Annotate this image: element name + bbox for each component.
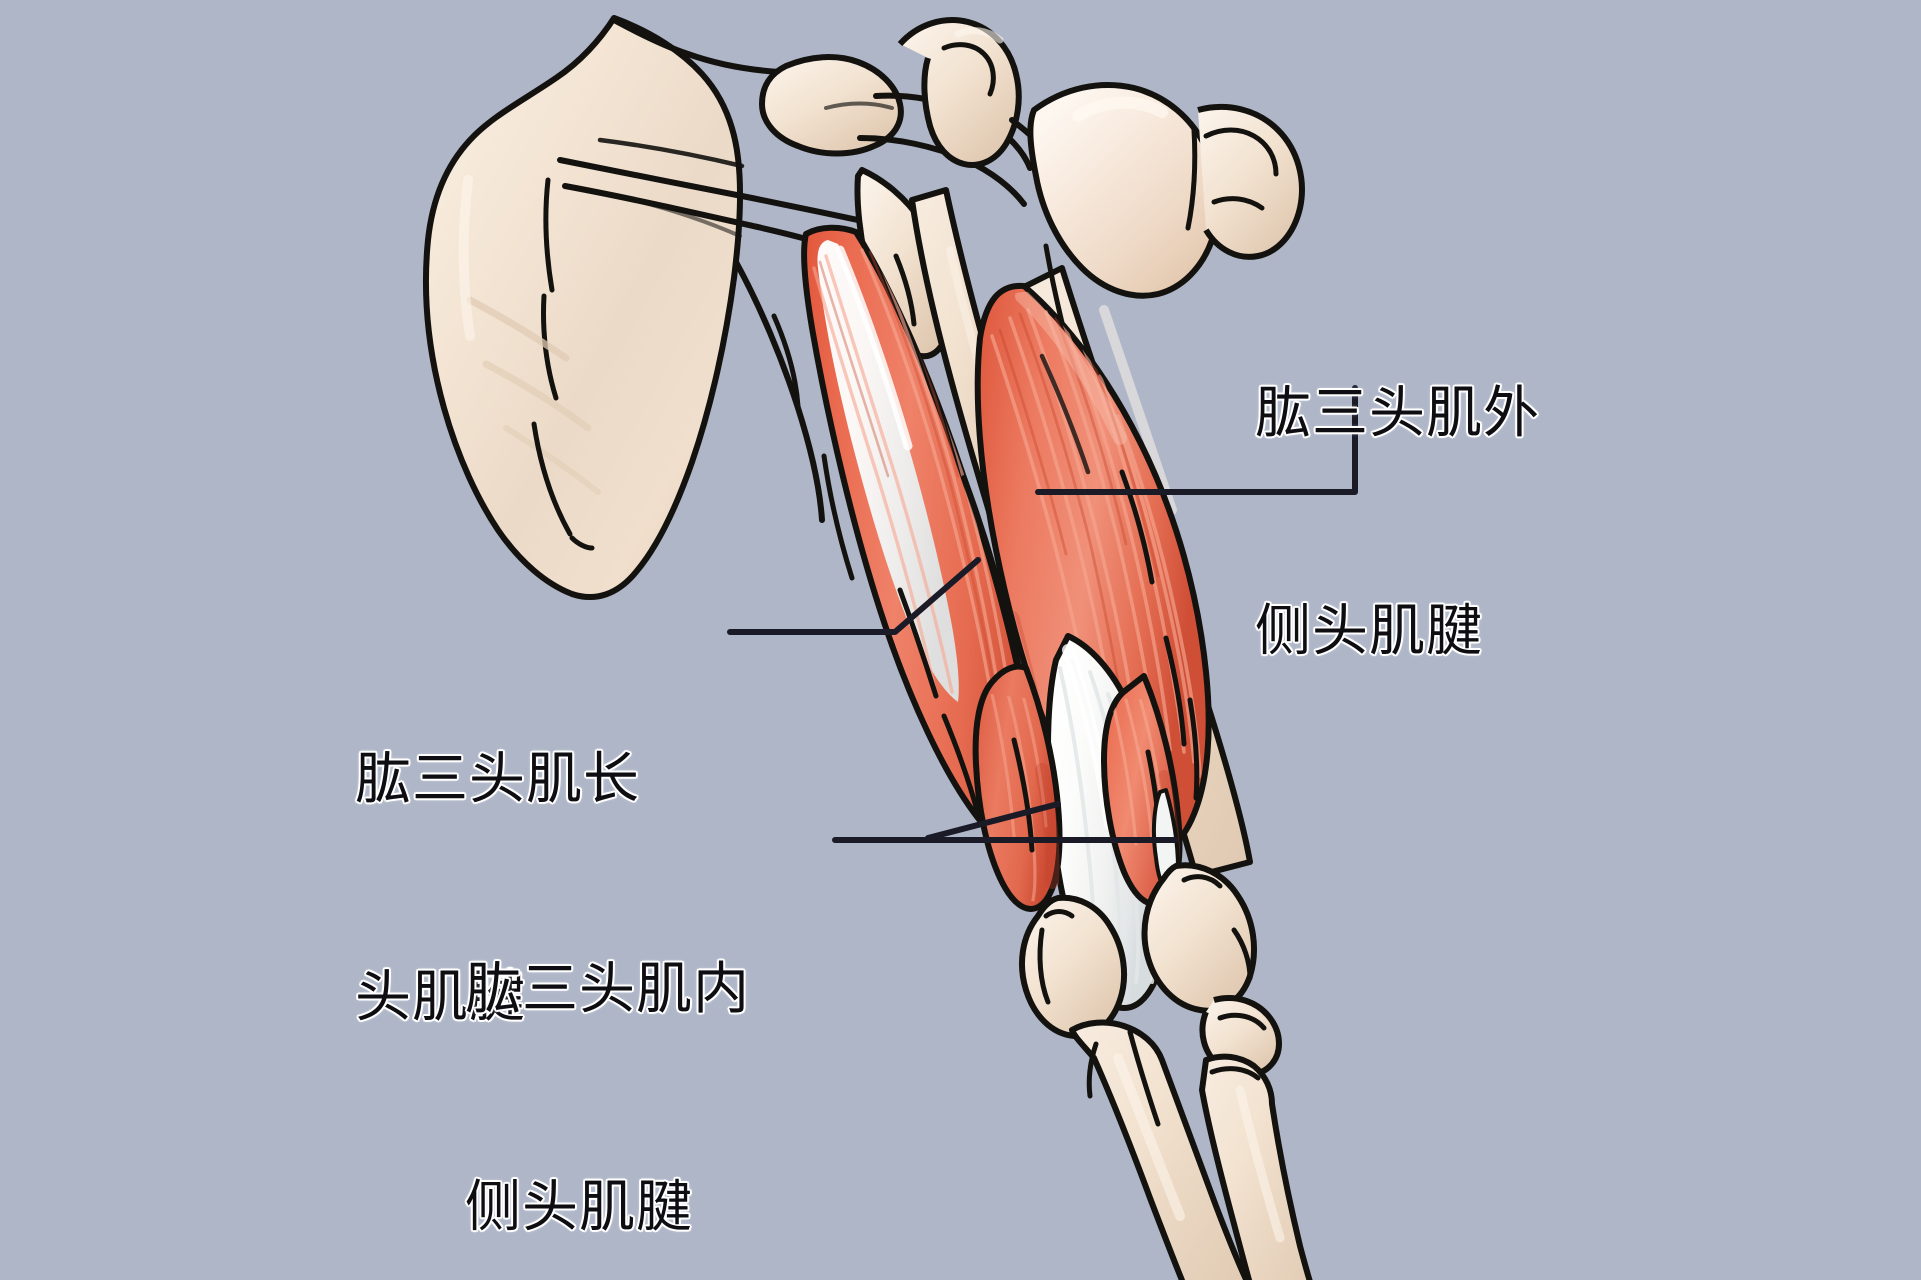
label-triceps-medial-head-tendon: 肱三头肌内 侧头肌腱 (465, 808, 750, 1280)
label-long-head-line1: 肱三头肌长 (355, 746, 640, 812)
label-long-head-line2: 头肌腱 (355, 964, 526, 1030)
radius-bone (1199, 1053, 1313, 1280)
label-medial-head-line1: 肱三头肌内 (465, 956, 750, 1022)
leader-line-lateral-head (1085, 385, 1358, 495)
label-medial-head-line2: 侧头肌腱 (465, 1174, 693, 1240)
leader-line-medial-head-branch (925, 801, 1061, 841)
label-lateral-head-line1: 肱三头肌外 (1255, 380, 1540, 446)
label-triceps-lateral-head-tendon: 肱三头肌外 侧头肌腱 (1255, 232, 1540, 814)
ulna-bone (1069, 1019, 1250, 1280)
coracoid-process (897, 17, 1063, 169)
label-lateral-head-line2: 侧头肌腱 (1255, 598, 1483, 664)
scapula-bone (422, 15, 879, 600)
leader-line-long-head (727, 557, 981, 635)
label-triceps-long-head-tendon: 肱三头肌长 头肌腱 (355, 598, 640, 1180)
leader-lines (727, 385, 1358, 843)
distal-humerus-condyles (1141, 862, 1282, 1078)
